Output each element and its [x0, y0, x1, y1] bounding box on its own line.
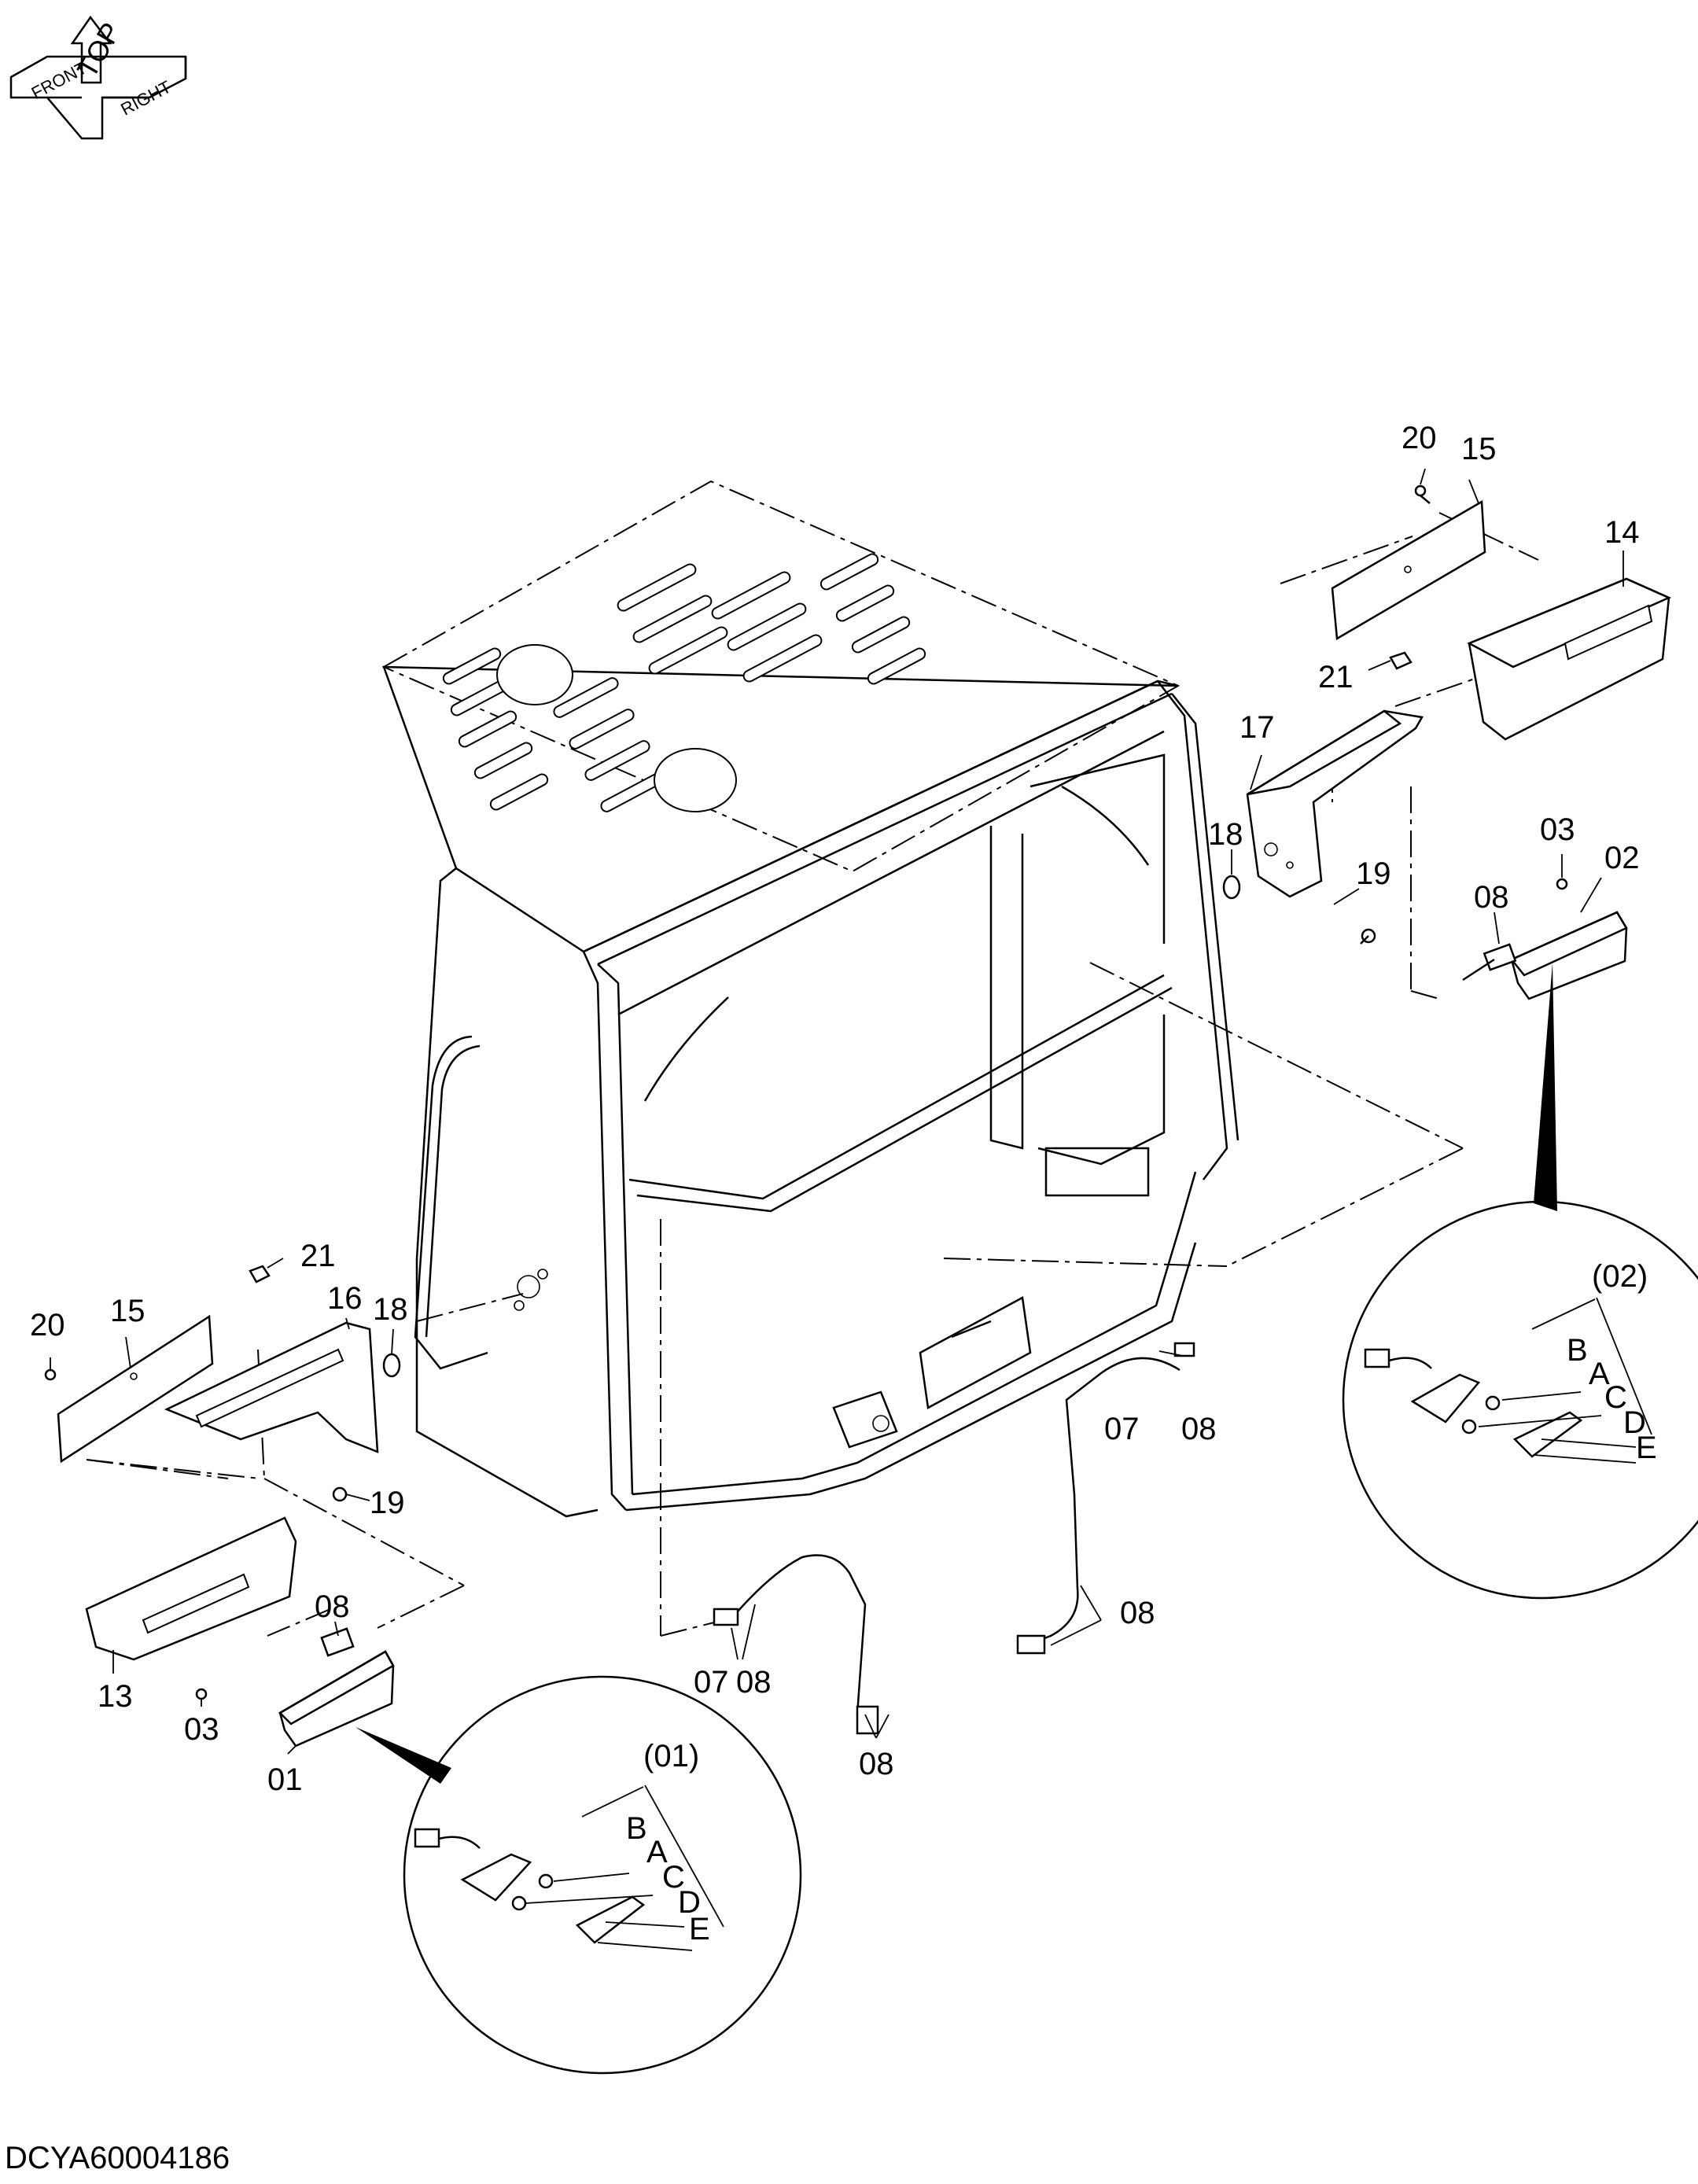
bracket-16 — [164, 1321, 379, 1453]
callout-19-left: 19 — [370, 1486, 405, 1520]
lamp-housing-13 — [85, 1516, 297, 1661]
detail-02-b: B — [1567, 1333, 1588, 1368]
callout-02: 02 — [1604, 841, 1640, 875]
callout-03-right: 03 — [1540, 812, 1575, 847]
bulb-03-right — [1556, 878, 1568, 890]
bulb-03-left — [195, 1688, 208, 1700]
callout-08-harness-right: 08 — [1181, 1412, 1217, 1446]
detail-01-d: D — [678, 1885, 701, 1920]
detail-02-e: E — [1636, 1431, 1657, 1465]
detail-circle-01 — [355, 1675, 802, 2075]
detail-02-d: D — [1623, 1405, 1646, 1440]
plate-15-left — [57, 1314, 214, 1464]
cab-frame — [381, 480, 1239, 1518]
callout-15-right: 15 — [1461, 432, 1497, 466]
detail-01-b: B — [626, 1811, 647, 1846]
callout-21-left: 21 — [300, 1239, 336, 1273]
detail-02-title: (02) — [1592, 1259, 1648, 1294]
callout-19-right: 19 — [1356, 856, 1391, 891]
lamp-housing-14 — [1467, 577, 1672, 741]
roof-vent-slots — [442, 553, 926, 812]
callout-17: 17 — [1239, 710, 1275, 745]
callout-08-right: 08 — [1474, 880, 1509, 915]
callout-08-harness-left: 08 — [736, 1665, 772, 1700]
harness-07-right — [1016, 1342, 1195, 1655]
bolt-19-right — [1360, 928, 1376, 945]
orientation-right-label: RIGHT — [117, 76, 174, 119]
detail-01-c: C — [662, 1860, 685, 1895]
screw-20-right — [1414, 484, 1431, 504]
leader-lines — [50, 468, 1624, 1755]
callout-18-left: 18 — [373, 1292, 408, 1327]
callout-07-left: 07 — [694, 1665, 729, 1700]
bolt-19-left — [332, 1486, 348, 1502]
callout-18-right: 18 — [1208, 817, 1243, 852]
detail-circle-02 — [1342, 963, 1698, 1600]
plate-15-right — [1331, 499, 1486, 641]
callout-01: 01 — [267, 1762, 303, 1797]
nut-21-left — [249, 1265, 271, 1284]
grommet-18-left — [382, 1353, 401, 1378]
grommet-18-right — [1222, 875, 1241, 900]
callout-08-harness-bottom: 08 — [859, 1747, 894, 1781]
callout-15-left: 15 — [110, 1294, 145, 1328]
detail-02-c: C — [1604, 1380, 1627, 1415]
callout-07-right: 07 — [1104, 1412, 1140, 1446]
document-id: DCYA60004186 — [5, 2141, 230, 2175]
callout-03-left: 03 — [184, 1712, 219, 1747]
callout-labels: 20 15 14 21 17 18 19 03 02 08 21 20 15 1… — [30, 421, 1657, 1946]
callout-14: 14 — [1604, 515, 1640, 550]
detail-01-e: E — [689, 1912, 710, 1946]
orientation-front-label: FRONT — [28, 57, 90, 103]
callout-20-right: 20 — [1401, 421, 1437, 455]
bracket-17 — [1246, 709, 1424, 898]
harness-07-left — [713, 1554, 879, 1735]
lamp-01 — [278, 1627, 395, 1748]
detail-02-a: A — [1589, 1357, 1610, 1391]
callout-08-left: 08 — [315, 1589, 350, 1624]
detail-01-title: (01) — [643, 1739, 699, 1773]
screw-20-left — [44, 1368, 57, 1381]
callout-13: 13 — [98, 1679, 133, 1714]
nut-21-right — [1389, 651, 1413, 670]
detail-01-a: A — [646, 1835, 668, 1869]
callout-21-right: 21 — [1318, 660, 1354, 694]
callout-08-harness-connector: 08 — [1120, 1596, 1155, 1630]
orientation-icon: TOP FRONT RIGHT — [9, 15, 187, 140]
lamp-02 — [1462, 911, 1628, 1000]
callout-20-left: 20 — [30, 1308, 65, 1342]
callout-16: 16 — [327, 1281, 363, 1316]
